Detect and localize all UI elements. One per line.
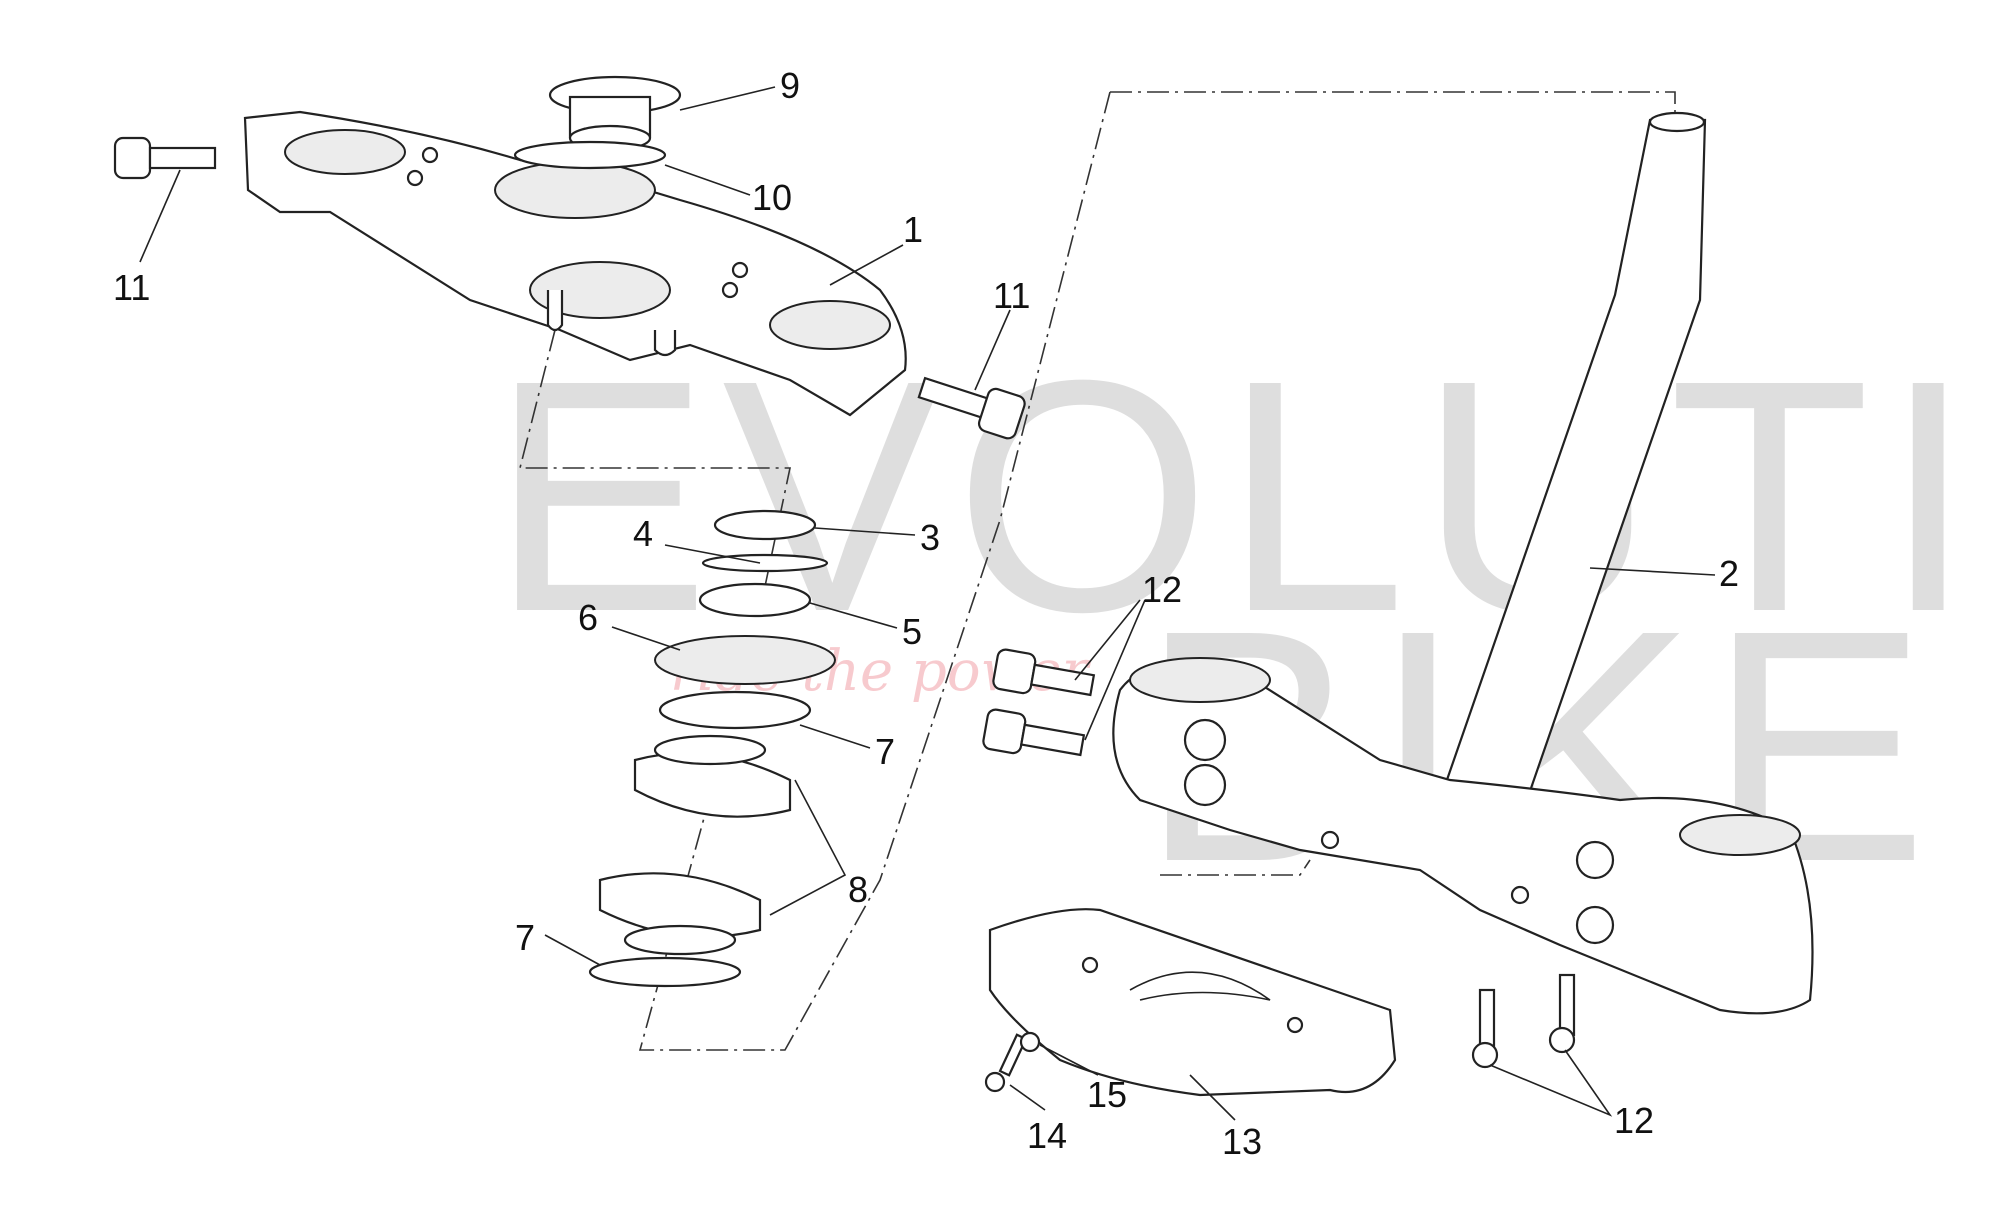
callout-14: 14 [1027, 1115, 1067, 1156]
watermark-brand: EVOLUTION [490, 311, 2000, 680]
callout-3: 3 [920, 517, 940, 558]
callout-11-right: 11 [993, 275, 1030, 316]
callout-5: 5 [902, 611, 922, 652]
assembly-line [638, 91, 1111, 1051]
bolt [992, 648, 1096, 697]
callout-11-left: 11 [113, 267, 150, 308]
callout-1: 1 [903, 209, 923, 250]
bolt [113, 136, 217, 180]
assembly-line [1160, 859, 1311, 876]
callout-2: 2 [1719, 553, 1739, 594]
callout-12-bottom: 12 [1614, 1100, 1654, 1141]
callout-4: 4 [633, 513, 653, 554]
spacer [1019, 1031, 1041, 1053]
bearing-stack [588, 509, 836, 988]
callout-15: 15 [1087, 1074, 1127, 1115]
washer [513, 140, 667, 170]
callout-9: 9 [780, 65, 800, 106]
assembly-line [1110, 91, 1676, 120]
bolt [1471, 988, 1499, 1069]
bolt [917, 376, 1026, 440]
bolt [1548, 973, 1576, 1054]
callout-10: 10 [752, 177, 792, 218]
callout-13: 13 [1222, 1121, 1262, 1162]
steering-stem [1112, 111, 1814, 1015]
callout-7-middle: 7 [875, 731, 895, 772]
leader-lines [139, 86, 1716, 1121]
steering-nut [548, 75, 682, 152]
callout-7-lower: 7 [515, 917, 535, 958]
callout-8: 8 [848, 869, 868, 910]
upper-triple-clamp [243, 110, 907, 417]
clamp-cover [988, 908, 1397, 1097]
callout-12-top: 12 [1142, 569, 1182, 610]
callout-6: 6 [578, 597, 598, 638]
bolt [982, 708, 1086, 757]
